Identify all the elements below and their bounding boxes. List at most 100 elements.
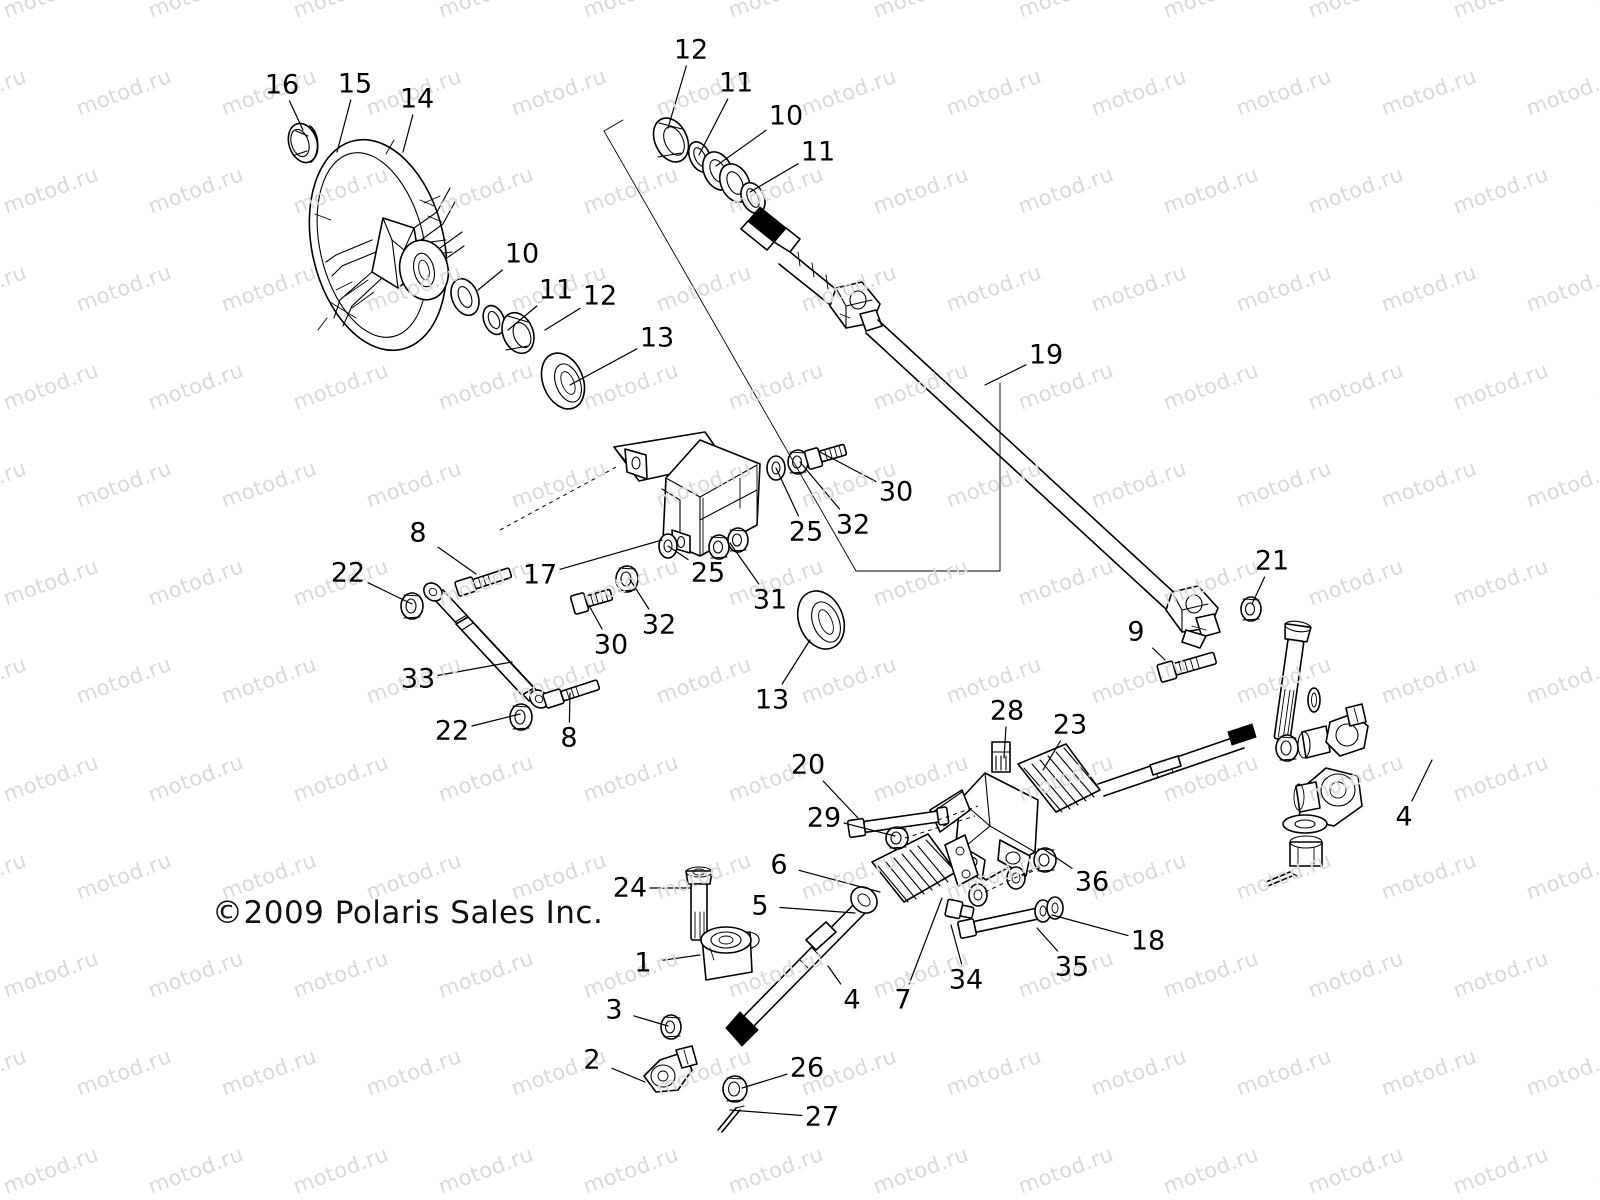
part-3-nut — [660, 1014, 682, 1040]
part-21-nut — [1240, 596, 1262, 622]
callout-29: 29 — [806, 802, 842, 834]
leader-line-14 — [402, 114, 414, 153]
callout-20: 20 — [790, 749, 826, 781]
leader-line-28 — [1003, 726, 1007, 759]
leader-line-34 — [950, 924, 963, 965]
callout-13: 13 — [639, 322, 675, 354]
leader-line-13 — [781, 639, 811, 685]
leader-line-32 — [799, 461, 841, 510]
leader-line-4 — [827, 965, 842, 985]
part-1-bushing — [700, 926, 760, 981]
leader-line-22 — [367, 582, 413, 605]
leader-line-15 — [336, 99, 352, 153]
leader-line-36 — [1044, 849, 1073, 870]
leader-line-25 — [667, 545, 689, 561]
callout-34: 34 — [948, 964, 984, 996]
callout-11: 11 — [800, 136, 836, 168]
callout-18: 18 — [1130, 925, 1166, 957]
leader-line-1 — [662, 954, 701, 961]
callout-21: 21 — [1254, 545, 1290, 577]
leader-line-23 — [1042, 740, 1062, 771]
leader-line-21 — [1251, 576, 1266, 605]
callout-11: 11 — [718, 67, 754, 99]
callout-14: 14 — [399, 83, 435, 115]
part-9-bolt — [1156, 651, 1217, 683]
leader-line-31 — [729, 542, 760, 585]
callout-19: 19 — [1028, 339, 1064, 371]
leader-line-32 — [628, 577, 650, 610]
callout-35: 35 — [1054, 951, 1090, 983]
callout-24: 24 — [612, 872, 648, 904]
fasteners-rack-lower — [944, 847, 1064, 939]
callout-16: 16 — [264, 69, 300, 101]
callout-5: 5 — [751, 890, 769, 922]
leader-line-19 — [984, 364, 1027, 386]
callout-1: 1 — [634, 947, 652, 979]
leader-line-30 — [819, 451, 877, 483]
leader-line-8 — [437, 546, 477, 575]
callout-10: 10 — [768, 100, 804, 132]
callout-25: 25 — [690, 557, 726, 589]
callout-27: 27 — [804, 1101, 840, 1133]
callout-4: 4 — [1395, 801, 1413, 833]
part-5-inner-tie-rod — [850, 886, 878, 914]
part-23-rack-and-pinion-assembly — [871, 741, 1101, 903]
leader-line-30 — [585, 599, 603, 630]
callout-30: 30 — [593, 629, 629, 661]
copyright-notice: ©2009 Polaris Sales Inc. — [212, 895, 604, 931]
bellows-left — [871, 833, 957, 903]
leader-line-25 — [775, 467, 800, 517]
callout-22: 22 — [330, 557, 366, 589]
callout-9: 9 — [1127, 616, 1145, 648]
fasteners-bracket-group — [569, 443, 848, 615]
part-stack-upper-bearings — [652, 117, 766, 215]
u-joint-upper — [829, 281, 883, 332]
leader-line-8 — [568, 692, 571, 723]
leader-line-20 — [822, 780, 859, 819]
part-20-rack-bolt — [846, 805, 979, 850]
callout-2: 2 — [583, 1044, 601, 1076]
callout-23: 23 — [1052, 709, 1088, 741]
callout-11: 11 — [538, 274, 574, 306]
leader-line-11 — [749, 163, 799, 193]
u-joint-lower — [1165, 585, 1221, 649]
leader-line-29 — [843, 822, 896, 837]
leader-line-18 — [1051, 914, 1129, 937]
part-19-steering-column-shaft — [603, 119, 1221, 649]
callout-26: 26 — [789, 1052, 825, 1084]
part-17-column-mount-bracket — [499, 431, 761, 557]
callout-4: 4 — [843, 984, 861, 1016]
leader-line-27 — [729, 1109, 803, 1117]
callout-3: 3 — [605, 994, 623, 1026]
callout-12: 12 — [673, 34, 709, 66]
leader-line-3 — [633, 1015, 669, 1027]
part-stack-left-bearings — [450, 277, 586, 410]
leader-line-10 — [715, 129, 767, 167]
callout-28: 28 — [989, 695, 1025, 727]
leader-line-22 — [471, 713, 521, 727]
callout-8: 8 — [560, 722, 578, 754]
leader-line-16 — [288, 100, 304, 131]
callout-17: 17 — [522, 559, 558, 591]
part-33-gas-spring-group — [400, 567, 601, 731]
leader-line-9 — [1151, 647, 1166, 661]
part-2-tie-rod-end-left — [643, 1045, 698, 1093]
callout-12: 12 — [582, 280, 618, 312]
leader-line-33 — [437, 661, 513, 677]
part-4-tie-rods — [725, 723, 1257, 1047]
part-26-27-group — [717, 1075, 748, 1133]
part-13-seal-lower — [796, 590, 846, 650]
leader-line-35 — [1036, 927, 1059, 952]
callout-15: 15 — [337, 68, 373, 100]
callout-33: 33 — [400, 663, 436, 695]
callout-32: 32 — [641, 609, 677, 641]
part-24-bolt — [685, 866, 713, 941]
part-16-cap-assembly — [287, 122, 319, 164]
callout-8: 8 — [409, 517, 427, 549]
leader-line-11 — [698, 98, 729, 156]
callout-13: 13 — [754, 684, 790, 716]
part-14-steering-wheel — [308, 138, 465, 352]
leader-line-11 — [507, 305, 538, 331]
